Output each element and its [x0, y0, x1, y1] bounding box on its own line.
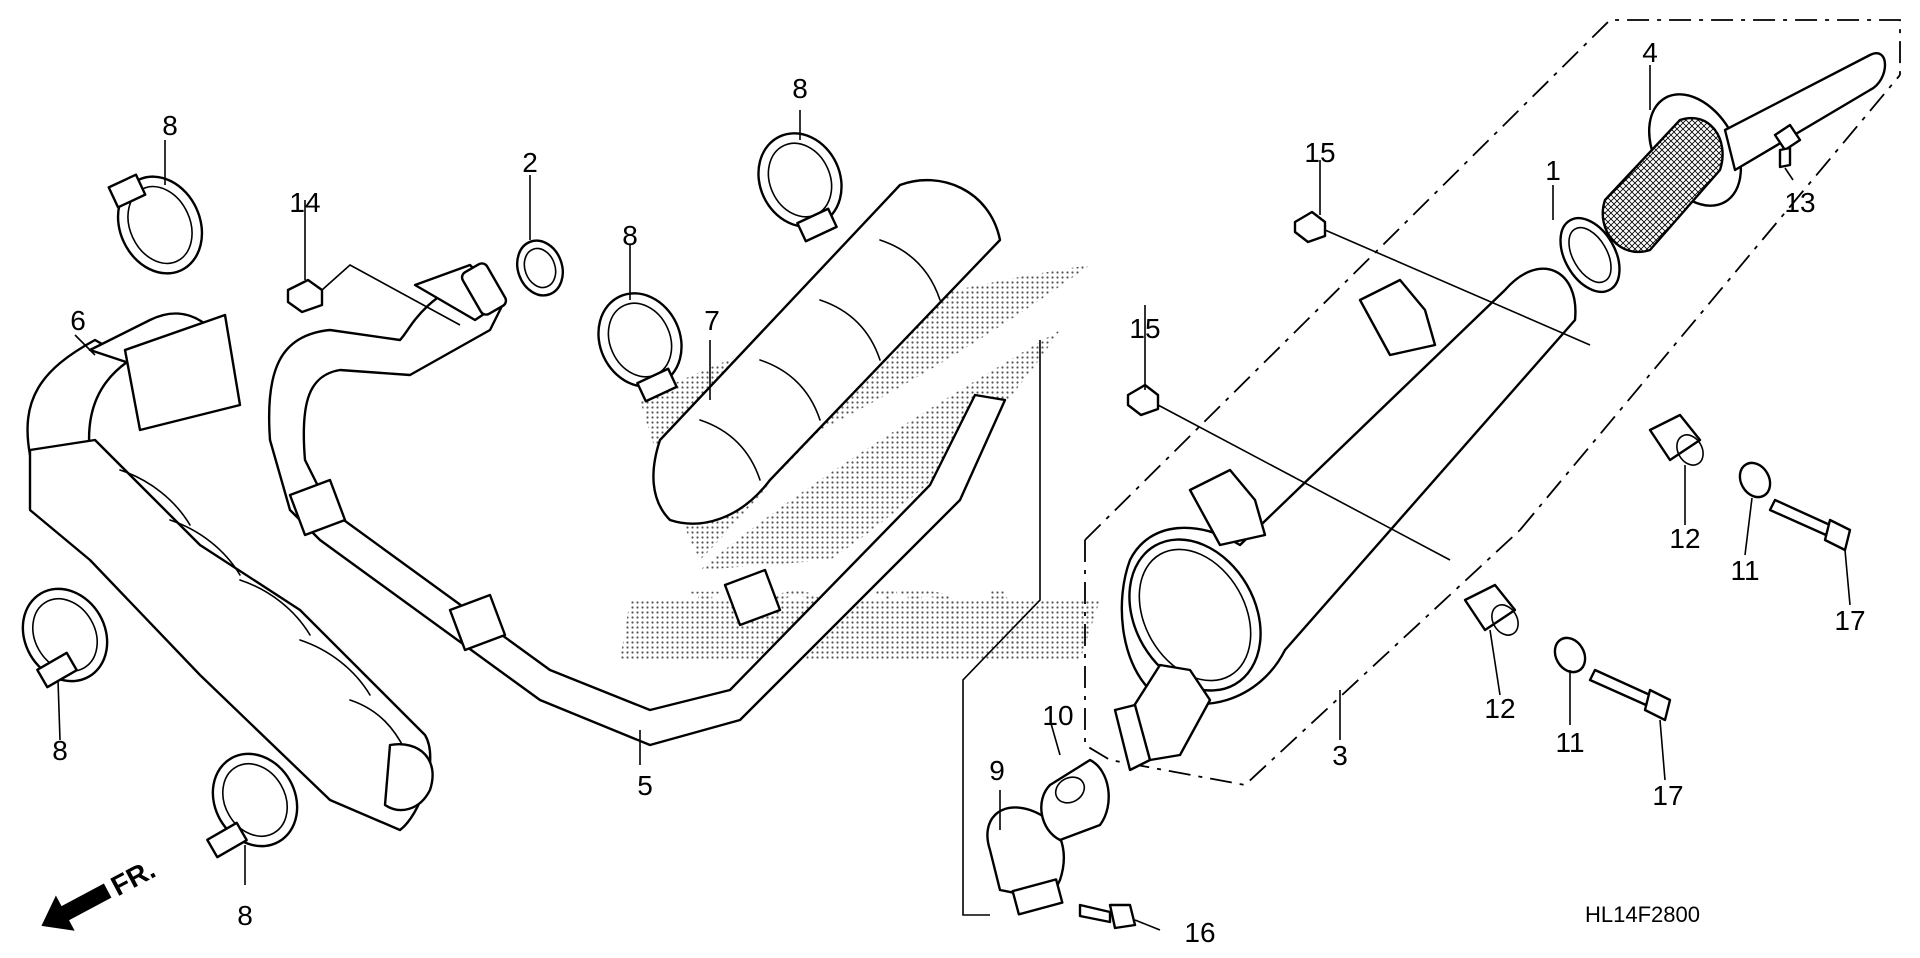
callout-12-upper: 12 [1669, 523, 1700, 554]
callout-17-lower: 17 [1652, 780, 1683, 811]
callout-8-bottom: 8 [237, 900, 253, 931]
part-8-clamp-bottom [206, 752, 299, 859]
part-15-nut-upper [1293, 210, 1591, 346]
callout-12-lower: 12 [1484, 693, 1515, 724]
callout-5: 5 [637, 770, 653, 801]
part-6-exhaust-pipe [26, 312, 434, 832]
part-8-clamp-top-left [107, 173, 204, 275]
part-1-gasket [1559, 216, 1621, 294]
callout-4: 4 [1642, 37, 1658, 68]
callout-9: 9 [989, 755, 1005, 786]
part-13-bolt [1773, 123, 1802, 169]
callout-3: 3 [1332, 740, 1348, 771]
callout-leaders [57, 65, 1851, 885]
callout-6: 6 [70, 305, 86, 336]
callout-1: 1 [1545, 155, 1561, 186]
part-11-washer-lower [1553, 636, 1587, 674]
part-4-tail-pipe [1601, 52, 1887, 253]
front-arrow-icon [41, 883, 112, 931]
assembly-outline [1084, 19, 1901, 786]
callout-8-center: 8 [622, 220, 638, 251]
part-14-nut [286, 264, 461, 326]
part-8-clamp-top [757, 132, 843, 243]
callout-10: 10 [1042, 700, 1073, 731]
bracket-9-10-lead [962, 340, 1041, 916]
callout-17-upper: 17 [1834, 605, 1865, 636]
part-2-gasket [516, 239, 564, 297]
part-12-collar-lower [1463, 583, 1519, 636]
part-17-bolt-lower [1588, 668, 1672, 722]
callout-2: 2 [522, 147, 538, 178]
part-10-sealing-rubber [1040, 758, 1110, 842]
callout-11-upper: 11 [1730, 555, 1759, 586]
part-9-band [986, 806, 1065, 916]
callout-8-top: 8 [792, 73, 808, 104]
callout-15-lower: 15 [1129, 313, 1160, 344]
part-17-bolt-upper [1768, 498, 1852, 552]
part-16-bolt [1078, 903, 1161, 931]
drawing-code: HL14F2800 [1585, 902, 1700, 927]
callout-14: 14 [289, 187, 320, 218]
callout-labels: 1 2 3 4 5 6 7 8 8 8 8 8 9 10 11 11 12 12… [52, 37, 1865, 948]
part-8-clamp-left [21, 587, 109, 689]
part-5-exhaust-pipe [267, 262, 1007, 747]
part-7-heat-shield [652, 178, 1002, 525]
part-11-washer-upper [1738, 461, 1772, 499]
part-12-collar-upper [1648, 413, 1704, 466]
callout-13: 13 [1784, 187, 1815, 218]
callout-11-lower: 11 [1555, 727, 1584, 758]
callout-8-left: 8 [52, 735, 68, 766]
front-label: FR. [106, 853, 160, 902]
part-8-clamp-center [597, 292, 683, 403]
callout-7: 7 [704, 305, 720, 336]
callout-16: 16 [1184, 917, 1215, 948]
part-3-muffler [1113, 267, 1577, 772]
callout-8-top-left: 8 [162, 110, 178, 141]
front-direction-indicator: FR. [41, 853, 160, 931]
callout-15-upper: 15 [1304, 137, 1335, 168]
